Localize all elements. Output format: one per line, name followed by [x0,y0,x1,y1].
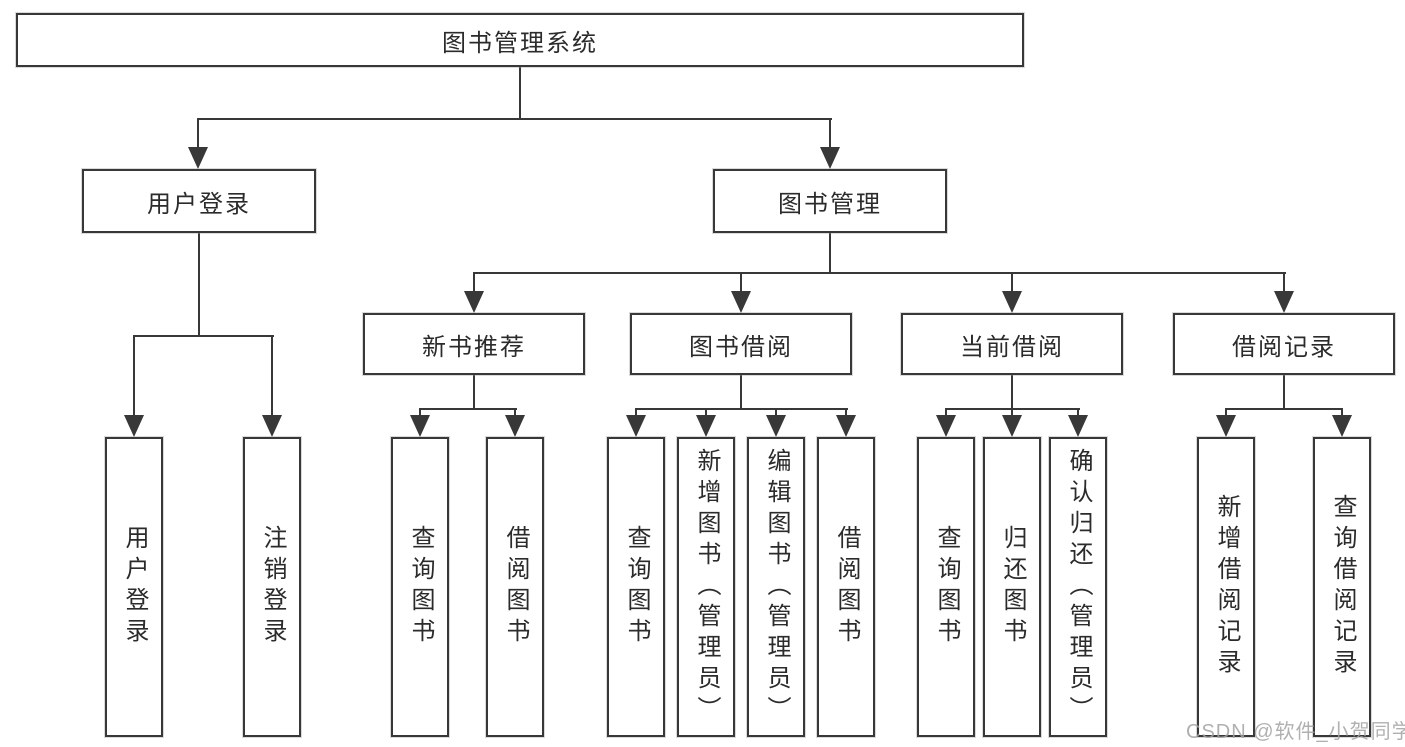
arrowhead-book-mgmt [820,147,840,169]
connector-drop-new-book-rec [473,272,475,293]
connector-root-rail [198,118,832,120]
connector-drop-nbr-query [419,408,421,417]
connector-drop-current-borrow [1011,272,1013,293]
node-book-borrow: 图书借阅 [630,313,852,375]
leaf-br-query-record: 查询借阅记录 [1313,437,1371,737]
connector-drop-leaf-login [133,335,135,417]
arrowhead-current-borrow [1002,291,1022,313]
connector-drop-leaf-logout [271,335,273,417]
connector-user-login-stem [198,233,200,335]
leaf-nbr-query-book: 查询图书 [391,437,449,737]
leaf-nbr-query-book-label: 查询图书 [407,525,434,649]
connector-drop-bb-add [705,408,707,417]
connector-new-book-rec-rail [420,408,517,410]
connector-current-borrow-rail [946,408,1080,410]
node-new-book-rec-label: 新书推荐 [422,333,526,361]
node-book-borrow-label: 图书借阅 [689,333,793,361]
connector-book-mgmt-rail [474,272,1286,274]
connector-drop-br-query [1341,408,1343,417]
node-current-borrow-label: 当前借阅 [960,333,1064,361]
arrowhead-bb-add [696,415,716,437]
leaf-bb-add-book-label: 新增图书（管理员） [693,447,720,727]
connector-drop-cb-query [945,408,947,417]
node-root: 图书管理系统 [16,13,1024,67]
connector-drop-cb-return [1011,408,1013,417]
connector-drop-bb-borrow [845,408,847,417]
arrowhead-leaf-logout [262,415,282,437]
connector-drop-bb-edit [775,408,777,417]
node-borrow-records-label: 借阅记录 [1232,333,1336,361]
connector-borrow-records-stem [1283,375,1285,408]
arrowhead-new-book-rec [464,291,484,313]
connector-borrow-records-rail [1226,408,1343,410]
arrowhead-borrow-records [1274,291,1294,313]
arrowhead-br-query [1332,415,1352,437]
leaf-nbr-borrow-book: 借阅图书 [486,437,544,737]
leaf-user-login-label: 用户登录 [121,525,148,649]
connector-drop-br-add [1225,408,1227,417]
arrowhead-br-add [1216,415,1236,437]
node-root-label: 图书管理系统 [442,29,598,57]
arrowhead-user-login [188,147,208,169]
connector-root-stem [519,67,521,118]
node-user-login-label: 用户登录 [147,190,251,218]
arrowhead-bb-query [626,415,646,437]
connector-drop-book-borrow [740,272,742,293]
arrowhead-cb-query [936,415,956,437]
node-book-mgmt: 图书管理 [713,169,947,233]
leaf-bb-query-book: 查询图书 [607,437,665,737]
arrowhead-cb-confirm [1068,415,1088,437]
leaf-br-add-record: 新增借阅记录 [1197,437,1255,737]
node-book-mgmt-label: 图书管理 [778,190,882,218]
leaf-bb-edit-book: 编辑图书（管理员） [747,437,805,737]
arrowhead-nbr-borrow [505,415,525,437]
connector-user-login-rail [134,335,274,337]
leaf-bb-borrow-book: 借阅图书 [817,437,875,737]
arrowhead-bb-edit [766,415,786,437]
arrowhead-bb-borrow [836,415,856,437]
leaf-br-query-record-label: 查询借阅记录 [1329,494,1356,680]
leaf-logout: 注销登录 [243,437,301,737]
leaf-bb-add-book: 新增图书（管理员） [677,437,735,737]
leaf-cb-query-book: 查询图书 [917,437,975,737]
leaf-cb-return-book: 归还图书 [983,437,1041,737]
csdn-watermark: CSDN @软件_小贺同学 [1186,721,1405,743]
leaf-user-login: 用户登录 [105,437,163,737]
arrowhead-nbr-query [410,415,430,437]
arrowhead-leaf-login [124,415,144,437]
leaf-nbr-borrow-book-label: 借阅图书 [502,525,529,649]
connector-drop-book-mgmt [829,118,831,149]
leaf-bb-borrow-book-label: 借阅图书 [833,525,860,649]
connector-drop-borrow-records [1283,272,1285,293]
connector-drop-nbr-borrow [514,408,516,417]
arrowhead-cb-return [1002,415,1022,437]
leaf-bb-query-book-label: 查询图书 [623,525,650,649]
arrowhead-book-borrow [731,291,751,313]
leaf-br-add-record-label: 新增借阅记录 [1213,494,1240,680]
node-current-borrow: 当前借阅 [901,313,1123,375]
leaf-cb-query-book-label: 查询图书 [933,525,960,649]
leaf-cb-confirm-return: 确认归还（管理员） [1049,437,1107,737]
connector-book-borrow-stem [740,375,742,408]
connector-new-book-rec-stem [473,375,475,408]
connector-drop-user-login [197,118,199,149]
leaf-cb-return-book-label: 归还图书 [999,525,1026,649]
leaf-logout-label: 注销登录 [259,525,286,649]
leaf-bb-edit-book-label: 编辑图书（管理员） [763,447,790,727]
connector-drop-cb-confirm [1077,408,1079,417]
connector-drop-bb-query [635,408,637,417]
node-borrow-records: 借阅记录 [1173,313,1395,375]
connector-current-borrow-stem [1011,375,1013,408]
leaf-cb-confirm-return-label: 确认归还（管理员） [1065,447,1092,727]
connector-book-mgmt-stem [829,233,831,272]
connector-book-borrow-rail [636,408,848,410]
node-user-login: 用户登录 [82,169,316,233]
node-new-book-rec: 新书推荐 [363,313,585,375]
